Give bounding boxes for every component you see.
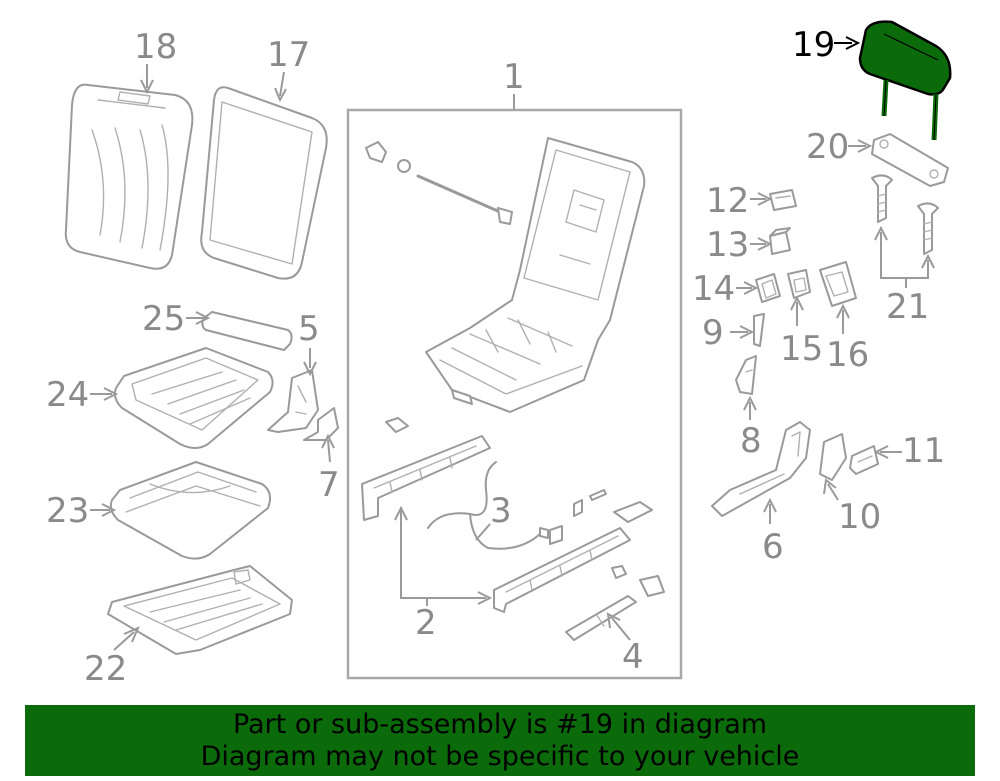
leader-22 [113, 631, 135, 651]
callout-18: 18 [134, 27, 177, 67]
part-1-clips[interactable] [549, 489, 665, 597]
callout-19: 19 [792, 25, 835, 65]
leader-10 [827, 483, 839, 501]
leader-20-arrow [857, 139, 873, 153]
callout-6: 6 [762, 527, 784, 567]
callout-8: 8 [740, 421, 762, 461]
callout-20: 20 [806, 127, 849, 167]
part-23-seat-cushion-pad[interactable] [109, 461, 271, 560]
part-3-release-cable[interactable] [427, 461, 549, 550]
leader-21-arrow-left [874, 225, 888, 241]
leader-13-arrow [757, 237, 773, 251]
leader-4-arrow [606, 612, 621, 629]
leader-2-arrow-up [394, 505, 408, 521]
leader-24-arrow [103, 387, 119, 401]
parts-diagram: 18 17 1 2 3 [46, 20, 952, 689]
leader-11-arrow [873, 445, 889, 459]
leader-8-arrow [743, 395, 757, 411]
callout-4: 4 [622, 637, 644, 677]
leader-4 [611, 617, 631, 641]
callout-1: 1 [503, 57, 525, 97]
leader-21-arrow-right [921, 253, 935, 269]
leader-2-arrow-right [477, 591, 493, 605]
part-21-bolts[interactable] [871, 174, 939, 255]
leader-12-arrow [757, 192, 773, 206]
part-6-side-shield[interactable] [711, 421, 811, 517]
callout-25: 25 [142, 299, 185, 339]
part-14-bezel[interactable] [755, 273, 781, 303]
leader-17-arrow [274, 87, 287, 103]
part-12-cover[interactable] [769, 189, 797, 211]
part-22-seat-pan[interactable] [107, 565, 293, 655]
leader-2 [400, 510, 486, 599]
leader-23-arrow [101, 503, 117, 517]
leader-25-arrow [195, 311, 211, 325]
callout-15: 15 [780, 329, 823, 369]
part-25-trim-strip[interactable] [201, 311, 293, 351]
callout-9: 9 [702, 313, 724, 353]
banner-line-1: Part or sub-assembly is #19 in diagram [232, 709, 768, 740]
leader-21 [880, 232, 929, 279]
part-20-headrest-bracket[interactable] [871, 133, 949, 187]
leader-18-arrow [140, 79, 154, 95]
callout-3: 3 [490, 491, 512, 531]
part-4-gas-strut[interactable] [565, 595, 637, 641]
part-10-cover[interactable] [819, 433, 847, 481]
callout-11: 11 [902, 431, 945, 471]
callout-21: 21 [886, 287, 929, 327]
callout-22: 22 [84, 649, 127, 689]
part-15-bezel[interactable] [787, 269, 811, 299]
part-18-seatback-cushion[interactable] [64, 83, 194, 270]
part-1-seat-frame[interactable] [425, 137, 646, 413]
part-1-small-hardware[interactable] [365, 141, 513, 225]
leader-7-arrow [321, 433, 335, 449]
part-17-seatback-panel[interactable] [200, 86, 328, 280]
callout-2: 2 [415, 603, 437, 643]
banner-line-2: Diagram may not be specific to your vehi… [200, 741, 800, 772]
leader-16-arrow [836, 303, 850, 319]
callout-5: 5 [298, 309, 320, 349]
part-2-seat-track[interactable] [361, 417, 631, 613]
leader-19-arrow [845, 36, 861, 50]
part-8-clip[interactable] [735, 355, 757, 395]
callout-7: 7 [318, 465, 340, 505]
leader-22-arrow [123, 626, 140, 643]
leader-15-arrow [790, 295, 804, 311]
callout-12: 12 [706, 181, 749, 221]
leader-5-arrow [303, 361, 317, 377]
part-9-clip[interactable] [753, 313, 765, 347]
callout-10: 10 [838, 497, 881, 537]
leader-17 [279, 71, 285, 97]
callout-24: 24 [46, 375, 89, 415]
leader-9-arrow [739, 325, 755, 339]
leader-6-arrow [763, 497, 777, 513]
part-19-headrest[interactable] [858, 20, 952, 141]
part-24-seat-cushion-cover[interactable] [113, 347, 274, 449]
info-banner: Part or sub-assembly is #19 in diagram D… [25, 705, 975, 776]
part-13-knob[interactable] [769, 227, 791, 255]
callout-23: 23 [46, 491, 89, 531]
leader-7 [327, 439, 331, 463]
part-11-cover[interactable] [849, 445, 879, 475]
callout-14: 14 [692, 269, 735, 309]
leader-14-arrow [743, 281, 759, 295]
part-16-bracket[interactable] [819, 261, 857, 307]
part-5-bracket[interactable] [267, 369, 319, 433]
leader-10-arrow [823, 478, 837, 495]
callout-16: 16 [826, 335, 869, 375]
callout-13: 13 [706, 225, 749, 265]
leader-3 [475, 523, 491, 541]
callout-17: 17 [267, 35, 310, 75]
